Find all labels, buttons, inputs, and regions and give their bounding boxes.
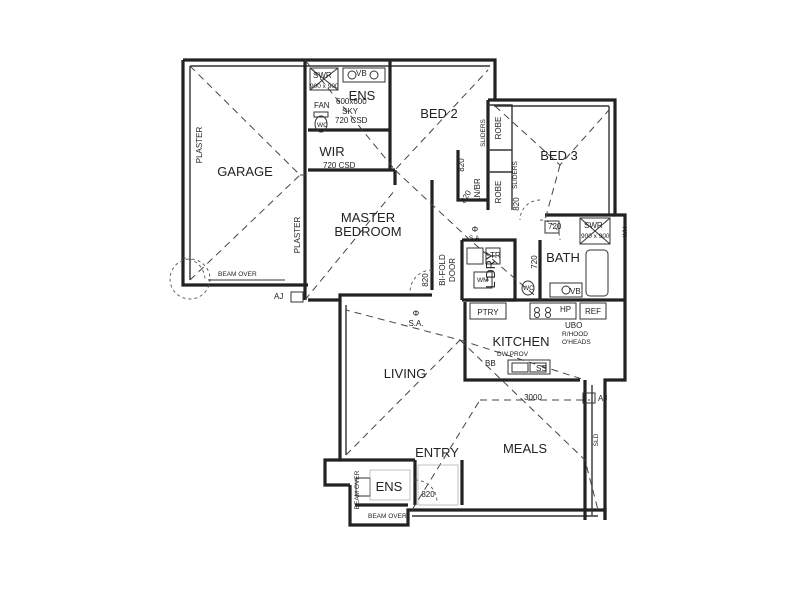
room-bed-3: BED 3 (540, 148, 578, 163)
label-bifold-2: DOOR (448, 258, 457, 282)
label-sliders-bed3: SLIDERS (512, 160, 519, 188)
label-wc-ldry: WC (523, 285, 534, 292)
label-lnbr: LN/BR (473, 178, 482, 202)
label-rhood: R/HOOD (562, 331, 588, 338)
fixtures (290, 67, 611, 506)
label-bifold-1: BI-FOLD (438, 254, 447, 286)
label-wh: WH (622, 226, 629, 237)
label-820-master: 820 (421, 273, 430, 287)
room-bed-2: BED 2 (420, 106, 458, 121)
room-master-line1: MASTER (341, 210, 395, 225)
room-meals: MEALS (503, 441, 547, 456)
label-vb-ens: VB (356, 69, 367, 78)
room-master-line2: BEDROOM (334, 224, 401, 239)
label-beam-over-top: BEAM OVER (218, 271, 257, 278)
room-bath: BATH (546, 250, 580, 265)
label-robe-bottom: ROBE (494, 181, 503, 204)
label-sa-living-symbol: Φ (413, 309, 419, 318)
label-sky: SKY (342, 107, 359, 116)
label-wm: WM (477, 277, 489, 284)
label-dim-3000: 3000 (524, 393, 542, 402)
label-csd-wir: 720 CSD (323, 161, 356, 170)
label-robe-top: ROBE (494, 117, 503, 140)
label-hp: HP (560, 305, 571, 314)
label-ubo: UBO (565, 321, 582, 330)
label-beam-over-side: BEAM OVER (354, 470, 361, 509)
room-ensuite-top: ENS (349, 88, 376, 103)
room-labels: GARAGE ENS BED 2 BED 3 WIR MASTER BEDROO… (217, 88, 580, 494)
label-720-bath: 720 (548, 222, 562, 231)
label-beam-over-bottom: BEAM OVER (368, 513, 407, 520)
annotations: PLASTER PLASTER BEAM OVER AJ AJ SWR 900 … (195, 69, 629, 520)
room-ensuite-bottom: ENS (376, 479, 403, 494)
label-sa-living: S.A. (408, 319, 423, 328)
label-vb-bath: VB (570, 287, 581, 296)
label-ss: SS (536, 364, 547, 373)
label-plaster-left: PLASTER (195, 127, 204, 164)
label-aj-right: AJ (598, 394, 607, 403)
door-swings (169, 199, 561, 503)
room-garage: GARAGE (217, 164, 273, 179)
label-swr-ens: SWR (313, 71, 332, 80)
label-ref: REF (585, 307, 601, 316)
room-kitchen: KITCHEN (492, 334, 549, 349)
room-laundry: L'DRY (483, 251, 498, 288)
label-swr-bath-size: 900 x 900 (581, 233, 610, 240)
room-living: LIVING (384, 366, 427, 381)
label-oheads: O'HEADS (562, 339, 591, 346)
label-plaster-right: PLASTER (293, 217, 302, 254)
label-dwprov: DW PROV (497, 351, 529, 358)
label-ptry: PTRY (477, 308, 499, 317)
label-720-ldry: 720 (530, 255, 539, 269)
label-sa-hall-symbol: Φ (472, 225, 478, 234)
label-csd-ens: 720 CSD (335, 116, 368, 125)
label-swr-bath: SWR (584, 221, 603, 230)
label-820-lnbr: 820 (459, 188, 474, 205)
walls (181, 58, 627, 527)
label-tr: TR (490, 251, 501, 260)
label-820-hall: 820 (457, 158, 466, 172)
label-sliders-bed2: SLIDERS (480, 118, 487, 146)
label-bb: BB (485, 359, 496, 368)
label-820-entry: 820 (421, 490, 435, 499)
label-fan: FAN (314, 101, 330, 110)
room-entry: ENTRY (415, 445, 459, 460)
label-sld: SLD (593, 433, 600, 446)
label-aj-left: AJ (274, 292, 283, 301)
room-wir: WIR (319, 144, 344, 159)
label-820-bed3: 820 (512, 197, 521, 211)
label-wc-ens: WC (317, 122, 328, 129)
label-sky-size: 600x600 (336, 97, 367, 106)
label-swr-ens-size: 900 x 900 (310, 83, 339, 90)
label-sa-hall: S.A. (469, 235, 481, 242)
